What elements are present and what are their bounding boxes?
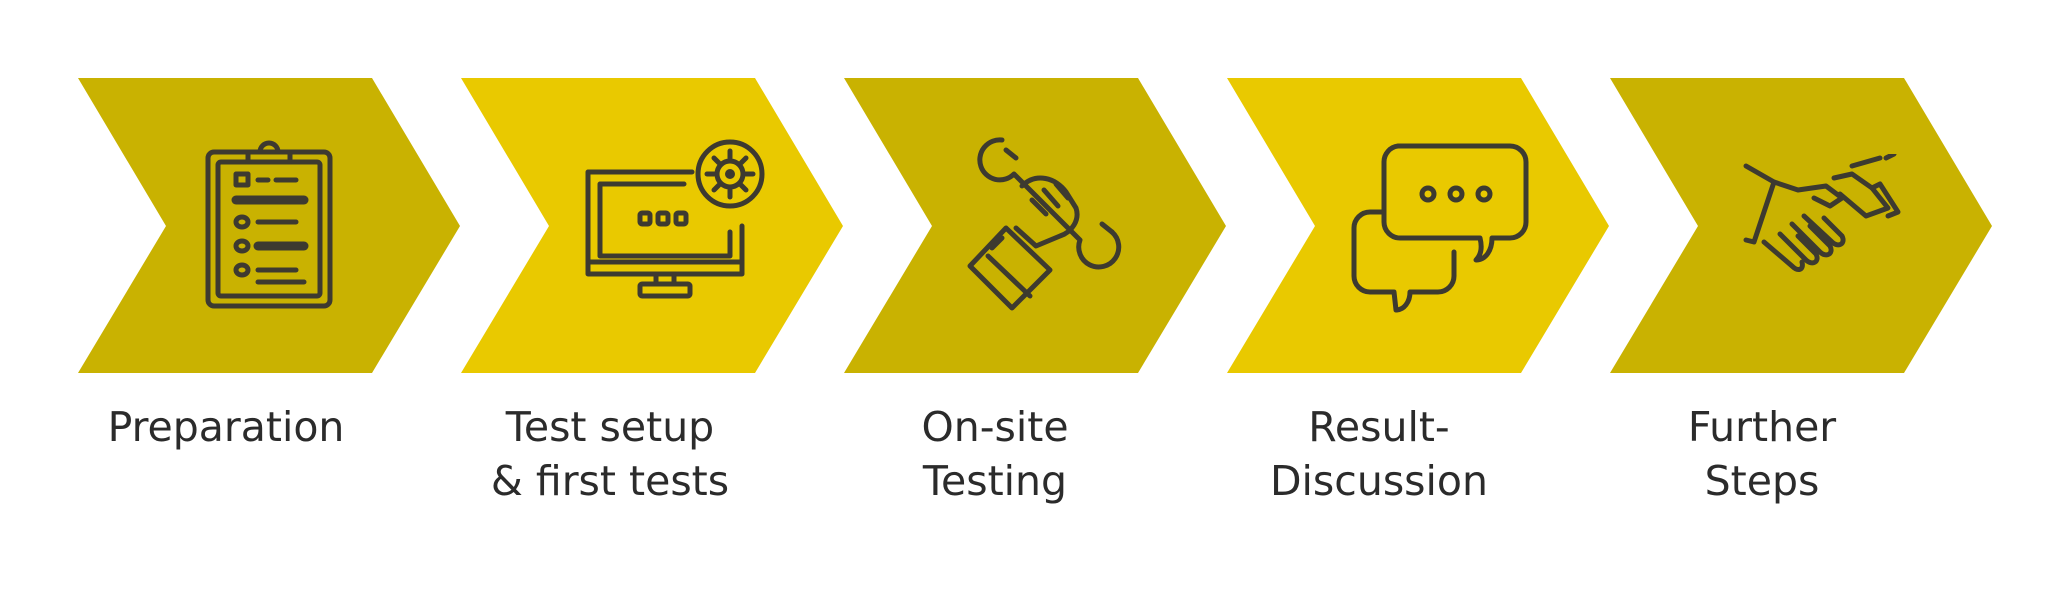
step-label-2-line2: & first tests xyxy=(490,457,730,505)
hand-wrench-icon xyxy=(967,137,1122,311)
step-label-1: Preparation xyxy=(36,400,416,454)
chevron-step-4 xyxy=(1227,78,1609,373)
step-label-3: On-site Testing xyxy=(805,400,1185,508)
step-label-5-line1: Further xyxy=(1687,403,1837,451)
step-label-5-line2: Steps xyxy=(1704,457,1820,505)
step-label-2-line1: Test setup xyxy=(505,403,715,451)
step-label-3-line2: Testing xyxy=(922,457,1068,505)
handshake-icon xyxy=(1743,154,1901,272)
step-label-5: Further Steps xyxy=(1572,400,1952,508)
step-label-4-line1: Result- xyxy=(1308,403,1450,451)
step-label-4: Result- Discussion xyxy=(1189,400,1569,508)
step-label-3-line1: On-site xyxy=(921,403,1069,451)
chevron-step-1 xyxy=(78,78,460,373)
chevron-step-5 xyxy=(1610,78,1992,373)
step-label-1-line1: Preparation xyxy=(107,403,345,451)
step-label-2: Test setup & first tests xyxy=(420,400,800,508)
clipboard-checklist-icon xyxy=(205,140,333,309)
speech-bubbles-icon xyxy=(1351,143,1529,313)
monitor-gear-icon xyxy=(585,139,765,299)
chevron-step-2 xyxy=(461,78,843,373)
chevron-step-3 xyxy=(844,78,1226,373)
step-label-4-line2: Discussion xyxy=(1269,457,1489,505)
